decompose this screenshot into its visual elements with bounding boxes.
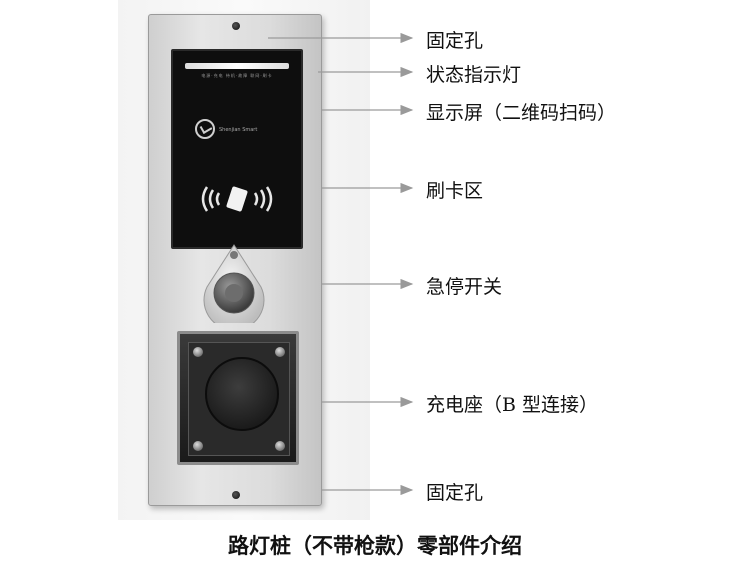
label-display-screen: 显示屏（二维码扫码） <box>426 102 617 124</box>
bottom-mounting-hole <box>232 491 240 499</box>
label-charging-socket: 充电座（B 型连接） <box>426 394 599 416</box>
logo-icon <box>195 119 215 139</box>
socket-bolt <box>275 441 285 451</box>
nfc-card-icon <box>201 186 273 212</box>
emergency-stop-button <box>203 244 265 323</box>
brand-logo: Shenjian Smart <box>195 111 279 147</box>
socket-bolt <box>193 347 203 357</box>
label-card-swipe-area: 刷卡区 <box>426 180 484 202</box>
display-screen: 电源·充电 待机·故障 联网·刷卡 Shenjian Smart <box>171 49 303 249</box>
logo-en-text: Shenjian Smart <box>219 126 258 133</box>
label-fixing-hole-bottom: 固定孔 <box>426 482 484 504</box>
status-indicator-light <box>185 63 289 69</box>
label-emergency-stop: 急停开关 <box>426 276 503 298</box>
figure-caption: 路灯桩（不带枪款）零部件介绍 <box>228 533 522 558</box>
status-indicator-text: 电源·充电 待机·故障 联网·刷卡 <box>201 73 273 78</box>
label-fixing-hole-top: 固定孔 <box>426 30 484 52</box>
label-status-indicator: 状态指示灯 <box>426 64 522 86</box>
socket-cover <box>205 357 279 431</box>
socket-bolt <box>193 441 203 451</box>
charging-pile-panel: 电源·充电 待机·故障 联网·刷卡 Shenjian Smart <box>148 14 322 506</box>
socket-bolt <box>275 347 285 357</box>
socket-plate <box>188 342 290 456</box>
charging-socket <box>177 331 299 465</box>
top-mounting-hole <box>232 22 240 30</box>
